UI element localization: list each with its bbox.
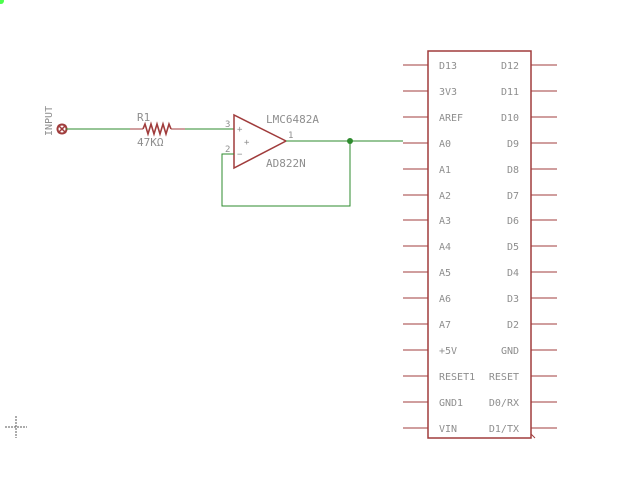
pin-label: A3 [439,216,451,227]
pin-label: A0 [439,139,451,150]
opamp-center-sign: + [244,138,250,148]
opamp-minus-sign: − [237,150,243,160]
board-corner-mark [530,433,536,439]
pin-label: D5 [507,242,519,253]
pin-label: D8 [507,165,519,176]
pin-label: A1 [439,165,451,176]
pin-label: 3V3 [439,87,457,98]
junction-dot[interactable] [347,138,353,144]
pin-d10[interactable]: D10 [501,113,557,124]
pin-label: GND [501,346,519,357]
wire-feedback-loop[interactable] [221,141,351,207]
opamp-value-label: AD822N [266,157,306,170]
pin-label: A6 [439,294,451,305]
pin-gnd1[interactable]: GND1 [403,398,463,409]
pin-label: D0/RX [489,398,519,409]
opamp-u1[interactable]: LMC6482A 3 2 1 + − + AD822N [225,113,319,170]
pin-label: A5 [439,268,451,279]
opamp-name-label: LMC6482A [266,113,319,126]
pin-reset1[interactable]: RESET1 [403,372,475,383]
pin-d6[interactable]: D6 [507,216,557,227]
pin-d12[interactable]: D12 [501,61,557,72]
origin-cross [5,416,27,438]
pin-d11[interactable]: D11 [501,87,557,98]
pin-a5[interactable]: A5 [403,268,451,279]
pin-label: GND1 [439,398,463,409]
pin-d8[interactable]: D8 [507,165,557,176]
pin-a2[interactable]: A2 [403,191,451,202]
pin-label: A2 [439,191,451,202]
pin--5v[interactable]: +5V [403,346,457,357]
pin-label: D10 [501,113,519,124]
pin-label: D6 [507,216,519,227]
input-label: INPUT [44,106,55,136]
pin-d3[interactable]: D3 [507,294,557,305]
pin-label: D7 [507,191,519,202]
pin-label: +5V [439,346,457,357]
pin-label: D9 [507,139,519,150]
board-outline [427,50,532,439]
pin-aref[interactable]: AREF [403,113,463,124]
pin-label: D13 [439,61,457,72]
pin-label: D1/TX [489,424,519,435]
input-connector[interactable]: INPUT [44,106,68,136]
pin-d4[interactable]: D4 [507,268,557,279]
opamp-pin2-number: 2 [225,145,230,155]
pin-label: AREF [439,113,463,124]
resistor-r1[interactable]: R1 47KΩ [130,111,185,149]
pin-d13[interactable]: D13 [403,61,457,72]
pin-label: D12 [501,61,519,72]
input-pad-cross [57,124,67,134]
resistor-zigzag-icon [142,121,172,137]
pin-a6[interactable]: A6 [403,294,451,305]
pin-d9[interactable]: D9 [507,139,557,150]
pin-d0-rx[interactable]: D0/RX [489,398,557,409]
pin-label: D11 [501,87,519,98]
view-corner-marker [0,0,4,4]
pin-label: RESET [489,372,519,383]
opamp-pin1-number: 1 [288,131,293,141]
pin-label: D3 [507,294,519,305]
pin-d7[interactable]: D7 [507,191,557,202]
pin-d5[interactable]: D5 [507,242,557,253]
pin-vin[interactable]: VIN [403,424,457,435]
pin-label: D4 [507,268,519,279]
pin-a7[interactable]: A7 [403,320,451,331]
pin-d2[interactable]: D2 [507,320,557,331]
opamp-triangle-icon [233,113,288,170]
pin-label: A4 [439,242,451,253]
pin-label: VIN [439,424,457,435]
pin-a3[interactable]: A3 [403,216,451,227]
pin-d1-tx[interactable]: D1/TX [489,424,557,435]
pin-label: D2 [507,320,519,331]
pin-label: RESET1 [439,372,475,383]
pin-3v3[interactable]: 3V3 [403,87,457,98]
pin-a0[interactable]: A0 [403,139,451,150]
opamp-plus-sign: + [237,125,243,135]
pin-a4[interactable]: A4 [403,242,451,253]
pin-label: A7 [439,320,451,331]
r1-value-label: 47KΩ [137,136,164,149]
pin-gnd[interactable]: GND [501,346,557,357]
opamp-pin3-number: 3 [225,120,230,130]
pin-reset[interactable]: RESET [489,372,557,383]
pin-a1[interactable]: A1 [403,165,451,176]
r1-name-label: R1 [137,111,150,124]
